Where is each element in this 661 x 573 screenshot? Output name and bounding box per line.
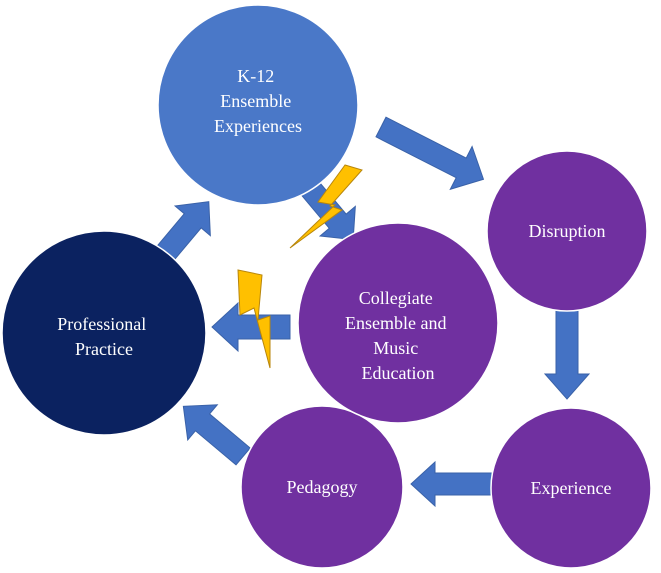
lightning-bolt-icon: [289, 164, 363, 249]
node-k12-line-3: Experiences: [214, 116, 302, 136]
node-professional-line-2: Practice: [75, 339, 133, 359]
node-k12: K-12 Ensemble Experiences: [157, 4, 359, 206]
node-pedagogy-label: Pedagogy: [287, 477, 358, 497]
svg-text:Collegiate Ensemble and: Collegiate Ensemble and Music Education: [345, 288, 451, 383]
node-disruption: Disruption: [486, 150, 648, 312]
node-professional-line-1: Professional: [57, 314, 146, 334]
arrow-pedagogy-to-professional: [182, 404, 251, 466]
node-collegiate: Collegiate Ensemble and Music Education: [297, 222, 499, 424]
node-collegiate-line-1: Collegiate: [359, 288, 433, 308]
node-pedagogy: Pedagogy: [240, 405, 404, 569]
node-k12-line-1: K-12: [237, 66, 274, 86]
svg-text:Professional Practice: Professional Practice: [57, 314, 151, 359]
node-collegiate-line-4: Education: [362, 363, 435, 383]
node-professional-practice: Professional Practice: [1, 230, 207, 436]
node-k12-line-2: Ensemble: [220, 91, 291, 111]
node-collegiate-line-2: Ensemble and: [345, 313, 446, 333]
arrow-collegiate-to-professional: [211, 301, 291, 353]
node-experience-label: Experience: [531, 478, 612, 498]
svg-text:K-12 Ensemble Expe: K-12 Ensemble Experiences: [214, 66, 302, 136]
arrow-k12-to-disruption: [375, 116, 485, 191]
node-experience: Experience: [490, 407, 652, 569]
arrow-k12-to-collegiate: [296, 175, 356, 241]
node-collegiate-line-3: Music: [373, 338, 418, 358]
lightning-bolt-icon: [237, 269, 271, 369]
arrow-disruption-to-experience: [543, 308, 591, 400]
arrow-experience-to-pedagogy: [410, 460, 494, 508]
node-disruption-label: Disruption: [528, 221, 605, 241]
